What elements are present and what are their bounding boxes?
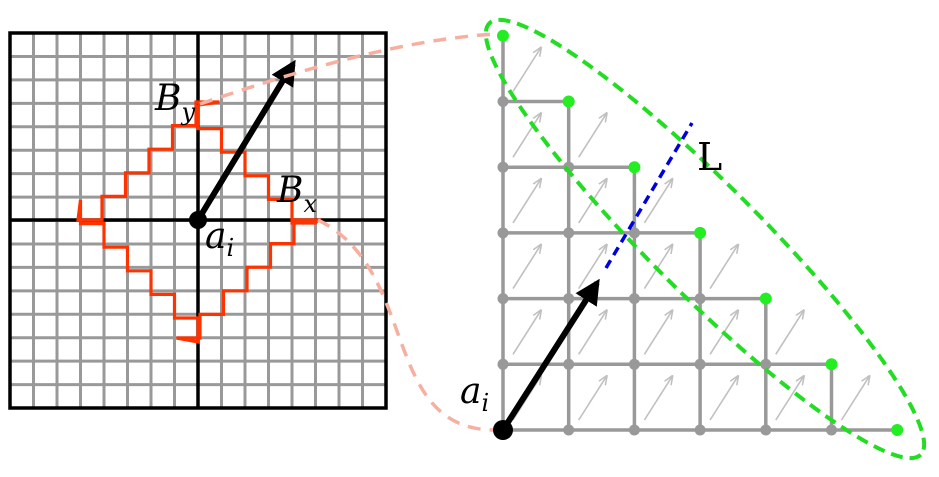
small-direction-arrow	[512, 179, 541, 224]
small-direction-arrow	[643, 376, 672, 421]
direction-arrow-left	[195, 59, 296, 222]
left-panel: By Bx ai	[8, 31, 388, 410]
boundary-point	[825, 358, 838, 371]
diamond-boundary	[76, 100, 322, 344]
grid-node	[628, 358, 640, 370]
small-direction-arrow	[578, 245, 607, 290]
small-direction-arrow	[709, 376, 738, 421]
grid-node	[694, 358, 706, 370]
small-direction-arrow	[512, 245, 541, 290]
small-direction-arrow	[512, 310, 541, 355]
small-arrows	[512, 48, 870, 421]
line-l	[604, 122, 694, 269]
zoom-connectors	[199, 32, 496, 432]
grid-node	[497, 96, 509, 107]
small-direction-arrow	[775, 376, 804, 421]
small-direction-arrow	[643, 245, 672, 290]
ai-label-left: ai	[205, 216, 234, 262]
by-label: By	[154, 78, 195, 126]
grid-node	[760, 424, 772, 436]
origin-point-left	[189, 211, 207, 229]
grid-node	[826, 424, 837, 436]
small-direction-arrow	[512, 113, 541, 158]
small-direction-arrow	[775, 310, 804, 355]
small-direction-arrow	[840, 376, 870, 421]
grid-node	[628, 227, 640, 239]
grid-node	[760, 358, 772, 370]
grid-node	[497, 358, 509, 370]
grid-node	[628, 424, 640, 436]
boundary-point	[497, 29, 509, 42]
boundary-points	[497, 29, 904, 436]
grid-node	[497, 161, 509, 173]
grid-node	[563, 424, 575, 436]
grid-node	[563, 227, 575, 239]
line-l-label: L	[697, 135, 722, 179]
grid-node	[497, 293, 509, 305]
boundary-point	[628, 161, 641, 174]
boundary-point	[694, 226, 707, 239]
small-direction-arrow	[578, 310, 607, 355]
grid-node	[694, 424, 706, 436]
ai-label-right: ai	[460, 371, 489, 417]
small-direction-arrow	[643, 310, 672, 355]
origin-point-right	[493, 420, 513, 440]
grid-node	[497, 227, 509, 239]
connector-bottom	[317, 218, 496, 432]
small-direction-arrow	[643, 179, 672, 224]
boundary-point	[891, 424, 904, 436]
small-direction-arrow	[512, 48, 541, 92]
boundary-point	[562, 95, 575, 108]
grid-node	[628, 293, 640, 305]
grid-node	[563, 293, 575, 305]
connector-top	[199, 32, 496, 106]
boundary-point	[759, 292, 772, 305]
right-grid-nodes	[497, 96, 837, 436]
grid-node	[694, 293, 706, 305]
boundary-ellipse	[483, 17, 927, 461]
grid-node	[563, 358, 575, 370]
bx-label: Bx	[276, 170, 317, 218]
small-direction-arrow	[578, 113, 607, 158]
small-direction-arrow	[578, 376, 607, 421]
small-direction-arrow	[709, 245, 738, 290]
direction-arrow-right	[500, 278, 600, 432]
right-panel: ai L	[460, 17, 927, 461]
